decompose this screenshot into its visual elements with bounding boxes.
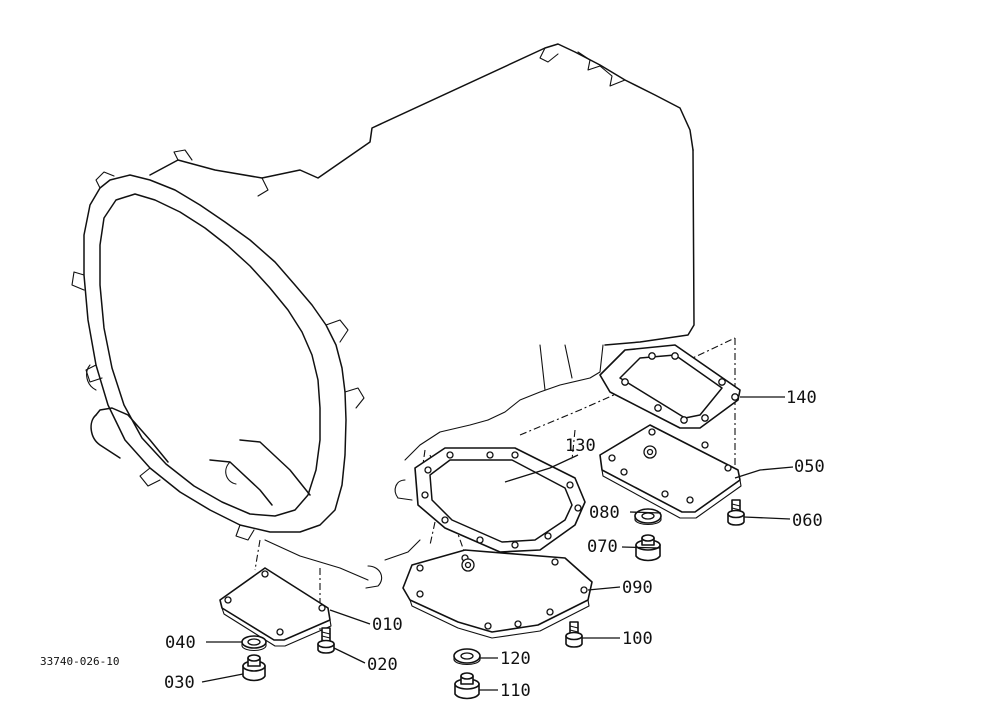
plug-070 xyxy=(635,534,661,562)
cover-010 xyxy=(219,567,332,647)
cover-050 xyxy=(599,424,742,519)
gasket-140 xyxy=(599,344,741,429)
callout-labels: 140 130 050 080 060 070 090 010 040 100 … xyxy=(40,388,825,701)
gasket-130 xyxy=(414,447,586,553)
callout-050: 050 xyxy=(794,457,825,477)
bolt-060 xyxy=(727,499,745,526)
callout-080: 080 xyxy=(589,503,620,523)
callout-100: 100 xyxy=(622,629,653,649)
cover-090 xyxy=(402,549,593,639)
bolt-100 xyxy=(565,621,583,648)
callout-130: 130 xyxy=(565,436,596,456)
transmission-case xyxy=(71,43,736,630)
callout-040: 040 xyxy=(165,633,196,653)
washer-120 xyxy=(453,648,481,666)
callout-020: 020 xyxy=(367,655,398,675)
callout-060: 060 xyxy=(792,511,823,531)
leader-lines xyxy=(201,396,794,691)
plug-030 xyxy=(242,654,266,682)
washer-080 xyxy=(634,508,662,526)
callout-110: 110 xyxy=(500,681,531,701)
callout-030: 030 xyxy=(164,673,195,693)
callout-070: 070 xyxy=(587,537,618,557)
bolt-020 xyxy=(317,627,335,654)
plug-110 xyxy=(454,672,480,700)
callout-090: 090 xyxy=(622,578,653,598)
callout-010: 010 xyxy=(372,615,403,635)
callout-120: 120 xyxy=(500,649,531,669)
drawing-code: 33740-026-10 xyxy=(40,655,119,668)
washer-040 xyxy=(241,635,267,652)
callout-140: 140 xyxy=(786,388,817,408)
